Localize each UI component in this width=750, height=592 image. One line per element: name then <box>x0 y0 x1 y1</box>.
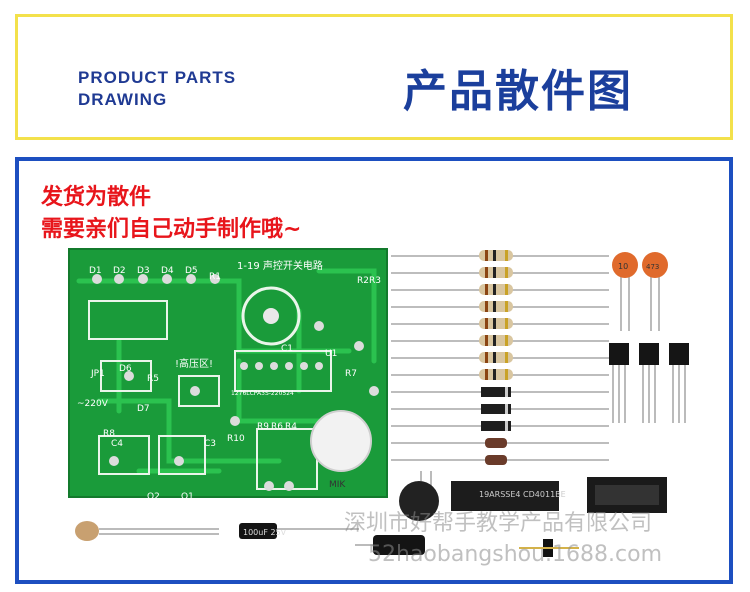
watermark-url: 52haobangshou.1688.com <box>368 542 663 567</box>
pcb-label: D2 <box>113 266 126 276</box>
pcb-label: D6 <box>119 364 132 374</box>
pcb-serial: 1276LCPA3S-220524 <box>231 390 294 397</box>
pcb-label: R6 <box>271 422 283 432</box>
english-title-line2: DRAWING <box>78 90 168 109</box>
pcb-label: R5 <box>147 374 159 384</box>
english-title-line1: PRODUCT PARTS <box>78 68 237 87</box>
pcb-label: D1 <box>89 266 102 276</box>
header-banner: PRODUCT PARTS DRAWING 产品散件图 <box>15 14 733 140</box>
watermark-company: 深圳市好帮手教学产品有限公司 <box>344 511 653 536</box>
pcb-label: Q2 <box>147 492 160 502</box>
pcb-label: C3 <box>204 439 216 449</box>
electrolytic-label: 100uF 25V <box>243 528 287 537</box>
pcb-label: !高压区! <box>175 357 213 370</box>
pcb-label: R8 <box>103 429 115 439</box>
notice-line1: 发货为散件 <box>41 185 152 210</box>
notice-line2: 需要亲们自己动手制作哦~ <box>41 217 302 242</box>
capacitor-code: 10 <box>618 262 628 271</box>
pcb-label: R7 <box>345 369 357 379</box>
electrolytic-capacitor-small: 100uF 25V <box>239 523 359 539</box>
electrolytic-capacitor-large <box>355 535 425 555</box>
pcb-label: D5 <box>185 266 198 276</box>
pcb-label: D3 <box>137 266 150 276</box>
diodes <box>481 387 511 465</box>
resistors <box>479 250 513 380</box>
pcb-label: R2 <box>357 276 369 286</box>
ic-socket <box>587 477 667 513</box>
pcb-label: Q1 <box>181 492 194 502</box>
pcb-label: C4 <box>111 439 123 449</box>
pcb-label: R4 <box>285 422 297 432</box>
pcb-label: D4 <box>161 266 174 276</box>
pcb-label: R9 <box>257 422 269 432</box>
pcb-title: 1-19 声控开关电路 <box>237 259 323 272</box>
pcb-label: ~220V <box>77 399 109 409</box>
english-title: PRODUCT PARTS DRAWING <box>78 67 236 111</box>
pcb-label: MIK <box>329 480 346 490</box>
pcb-label: R10 <box>227 434 245 444</box>
ic-chip: 19ARSSE4 CD4011BE <box>451 481 566 511</box>
pcb-label: R3 <box>369 276 381 286</box>
product-photo: 1-19 声控开关电路 D1 D2 D3 D4 D5 R1 D6 R5 D7 J… <box>68 248 689 557</box>
pcb-label: C1 <box>281 344 293 354</box>
microphone <box>399 471 439 521</box>
photoresistor <box>75 521 219 541</box>
ceramic-capacitors: 10 473 <box>612 252 668 331</box>
chinese-title: 产品散件图 <box>403 66 633 117</box>
pcb-board: 1-19 声控开关电路 D1 D2 D3 D4 D5 R1 D6 R5 D7 J… <box>68 248 388 502</box>
capacitor-code: 473 <box>646 263 659 271</box>
pin-header <box>519 539 579 557</box>
pcb-label: R1 <box>209 272 221 282</box>
ic-marking: 19ARSSE4 CD4011BE <box>479 490 566 499</box>
product-photo-frame: 1-19 声控开关电路 D1 D2 D3 D4 D5 R1 D6 R5 D7 J… <box>15 157 733 584</box>
pcb-label: D7 <box>137 404 150 414</box>
pcb-label: U1 <box>325 349 337 359</box>
pcb-label: JP1 <box>90 369 105 379</box>
transistors <box>609 343 689 423</box>
